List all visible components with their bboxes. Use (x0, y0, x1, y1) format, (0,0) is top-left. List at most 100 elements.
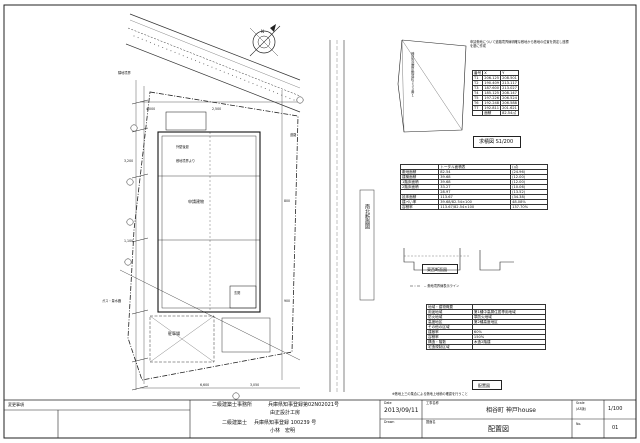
scale-label: Scale (576, 401, 585, 405)
dimension-ticks (131, 99, 149, 391)
road-hatch-dot (158, 45, 160, 47)
dim-value: 900 (284, 299, 291, 303)
architect-name: 小林 宏明 (270, 428, 296, 434)
road-hatch-dot (252, 83, 254, 85)
road-hatch-dot (215, 68, 217, 70)
table-cell: 宅造規制区域 (426, 344, 473, 350)
legend-line: -- 敷地境界線表示ライン (424, 284, 460, 288)
dimension-tick (131, 99, 149, 105)
boundary-tag: 隣地境界 (118, 71, 131, 75)
road-hatch-dot (145, 40, 147, 42)
architect-line: 二級建築士 (222, 420, 248, 426)
dimension-tick (131, 237, 149, 243)
table-cell: 113.67/82.54×100 (438, 204, 512, 210)
dimension-tick (131, 173, 149, 179)
title-block-lines (4, 400, 636, 438)
road-hatch-dot (199, 61, 201, 63)
road-hatch-dot (133, 35, 135, 37)
table-cell: 213.117 (500, 80, 519, 86)
road-hatch-dot (174, 51, 176, 53)
dimension-tick (131, 357, 149, 363)
road-hatch-dot (223, 71, 225, 73)
road-hatch-dot (154, 43, 156, 45)
table-cell: 185.125 (482, 90, 502, 96)
scale-sub: (A3版) (576, 407, 586, 411)
road-hatch-dot (170, 50, 172, 52)
table-cell: 192.811 (482, 105, 502, 111)
ew-label-box: 東西断面図 (422, 264, 458, 274)
table-cell: 容積率 (399, 204, 440, 210)
table-cell (471, 110, 484, 116)
calc-label-box: 求積図 S1/200 (473, 136, 521, 148)
revision-label: 変更事項 (8, 402, 24, 407)
table-cell: 206.125 (482, 75, 502, 81)
road-hatch-dot (190, 58, 192, 60)
road-hatch-dot (293, 99, 295, 101)
road-hatch (133, 35, 295, 101)
entrance-label: 玄関 (234, 291, 241, 295)
road-hatch-dot (248, 81, 250, 83)
table-cell: 213.027 (500, 85, 519, 91)
building-label: 申請建物 (188, 199, 204, 204)
number-value: 01 (612, 425, 619, 431)
dim-value: 3,050 (250, 383, 260, 387)
road-hatch-dot (182, 55, 184, 57)
drawn-label: Drawn (384, 420, 395, 424)
road-hatch-dot (272, 91, 274, 93)
dimension-lines (135, 80, 300, 390)
date-label: Date (384, 401, 392, 405)
table-cell: 208.147 (500, 90, 519, 96)
dimension-tick (131, 309, 149, 315)
drawing-label: 図面名 (426, 420, 436, 424)
leader-marker (296, 96, 304, 104)
dim-value: 1,100 (124, 239, 134, 243)
road-hatch-dot (236, 76, 238, 78)
road-hatch-dot (137, 37, 139, 39)
road-hatch-dot (219, 69, 221, 71)
road-label: 道路 (290, 133, 297, 137)
road-hatch-dot (260, 86, 262, 88)
road-hatch-dot (149, 42, 151, 44)
architect-registration: 兵庫県知事登録 100239 号 (254, 420, 317, 426)
project-label: 工事名称 (426, 401, 439, 405)
road-hatch-dot (162, 46, 164, 48)
road-section (329, 40, 375, 392)
leader-marker (232, 392, 240, 400)
road-hatch-dot (227, 73, 229, 75)
table-cell: 201.621 (500, 105, 519, 111)
survey-sketch (397, 39, 467, 133)
parking-area (149, 315, 271, 363)
ew-label: 東西断面図 (427, 267, 447, 272)
road-hatch-dot (289, 97, 291, 99)
summary-row: 宅造規制区域 (426, 344, 547, 350)
road-hatch-dot (141, 38, 143, 40)
section-sketch (403, 248, 514, 287)
table-cell: 137.70% (510, 204, 548, 210)
table-cell (471, 344, 547, 350)
road-hatch-dot (268, 89, 270, 91)
table-cell: 面積 (482, 110, 502, 116)
leader-marker (130, 124, 138, 132)
table-cell: 206.588 (500, 100, 519, 106)
road-hatch-dot (195, 60, 197, 62)
leader-marker (124, 258, 132, 266)
firm-registration: 兵庫県知事登録第02N02021号 (268, 402, 340, 408)
table-cell: 番号 (471, 70, 484, 76)
section-ns-label: 南北断面図 (364, 204, 370, 229)
table-cell: 82.54㎡ (500, 110, 519, 116)
summary-table: 地域・建物概要用途地域第1種中高層住居専用地域防火地域準防火地域高度地区第2種高… (426, 304, 547, 350)
road-hatch-dot (203, 63, 205, 65)
table-cell: 208.501 (500, 75, 519, 81)
leader-marker (126, 218, 134, 226)
road-hatch-dot (244, 79, 246, 81)
drawing-value: 配置図 (488, 425, 509, 433)
table-cell: 187.600 (482, 85, 502, 91)
road-hatch-dot (211, 66, 213, 68)
dim-value: 800 (284, 199, 291, 203)
